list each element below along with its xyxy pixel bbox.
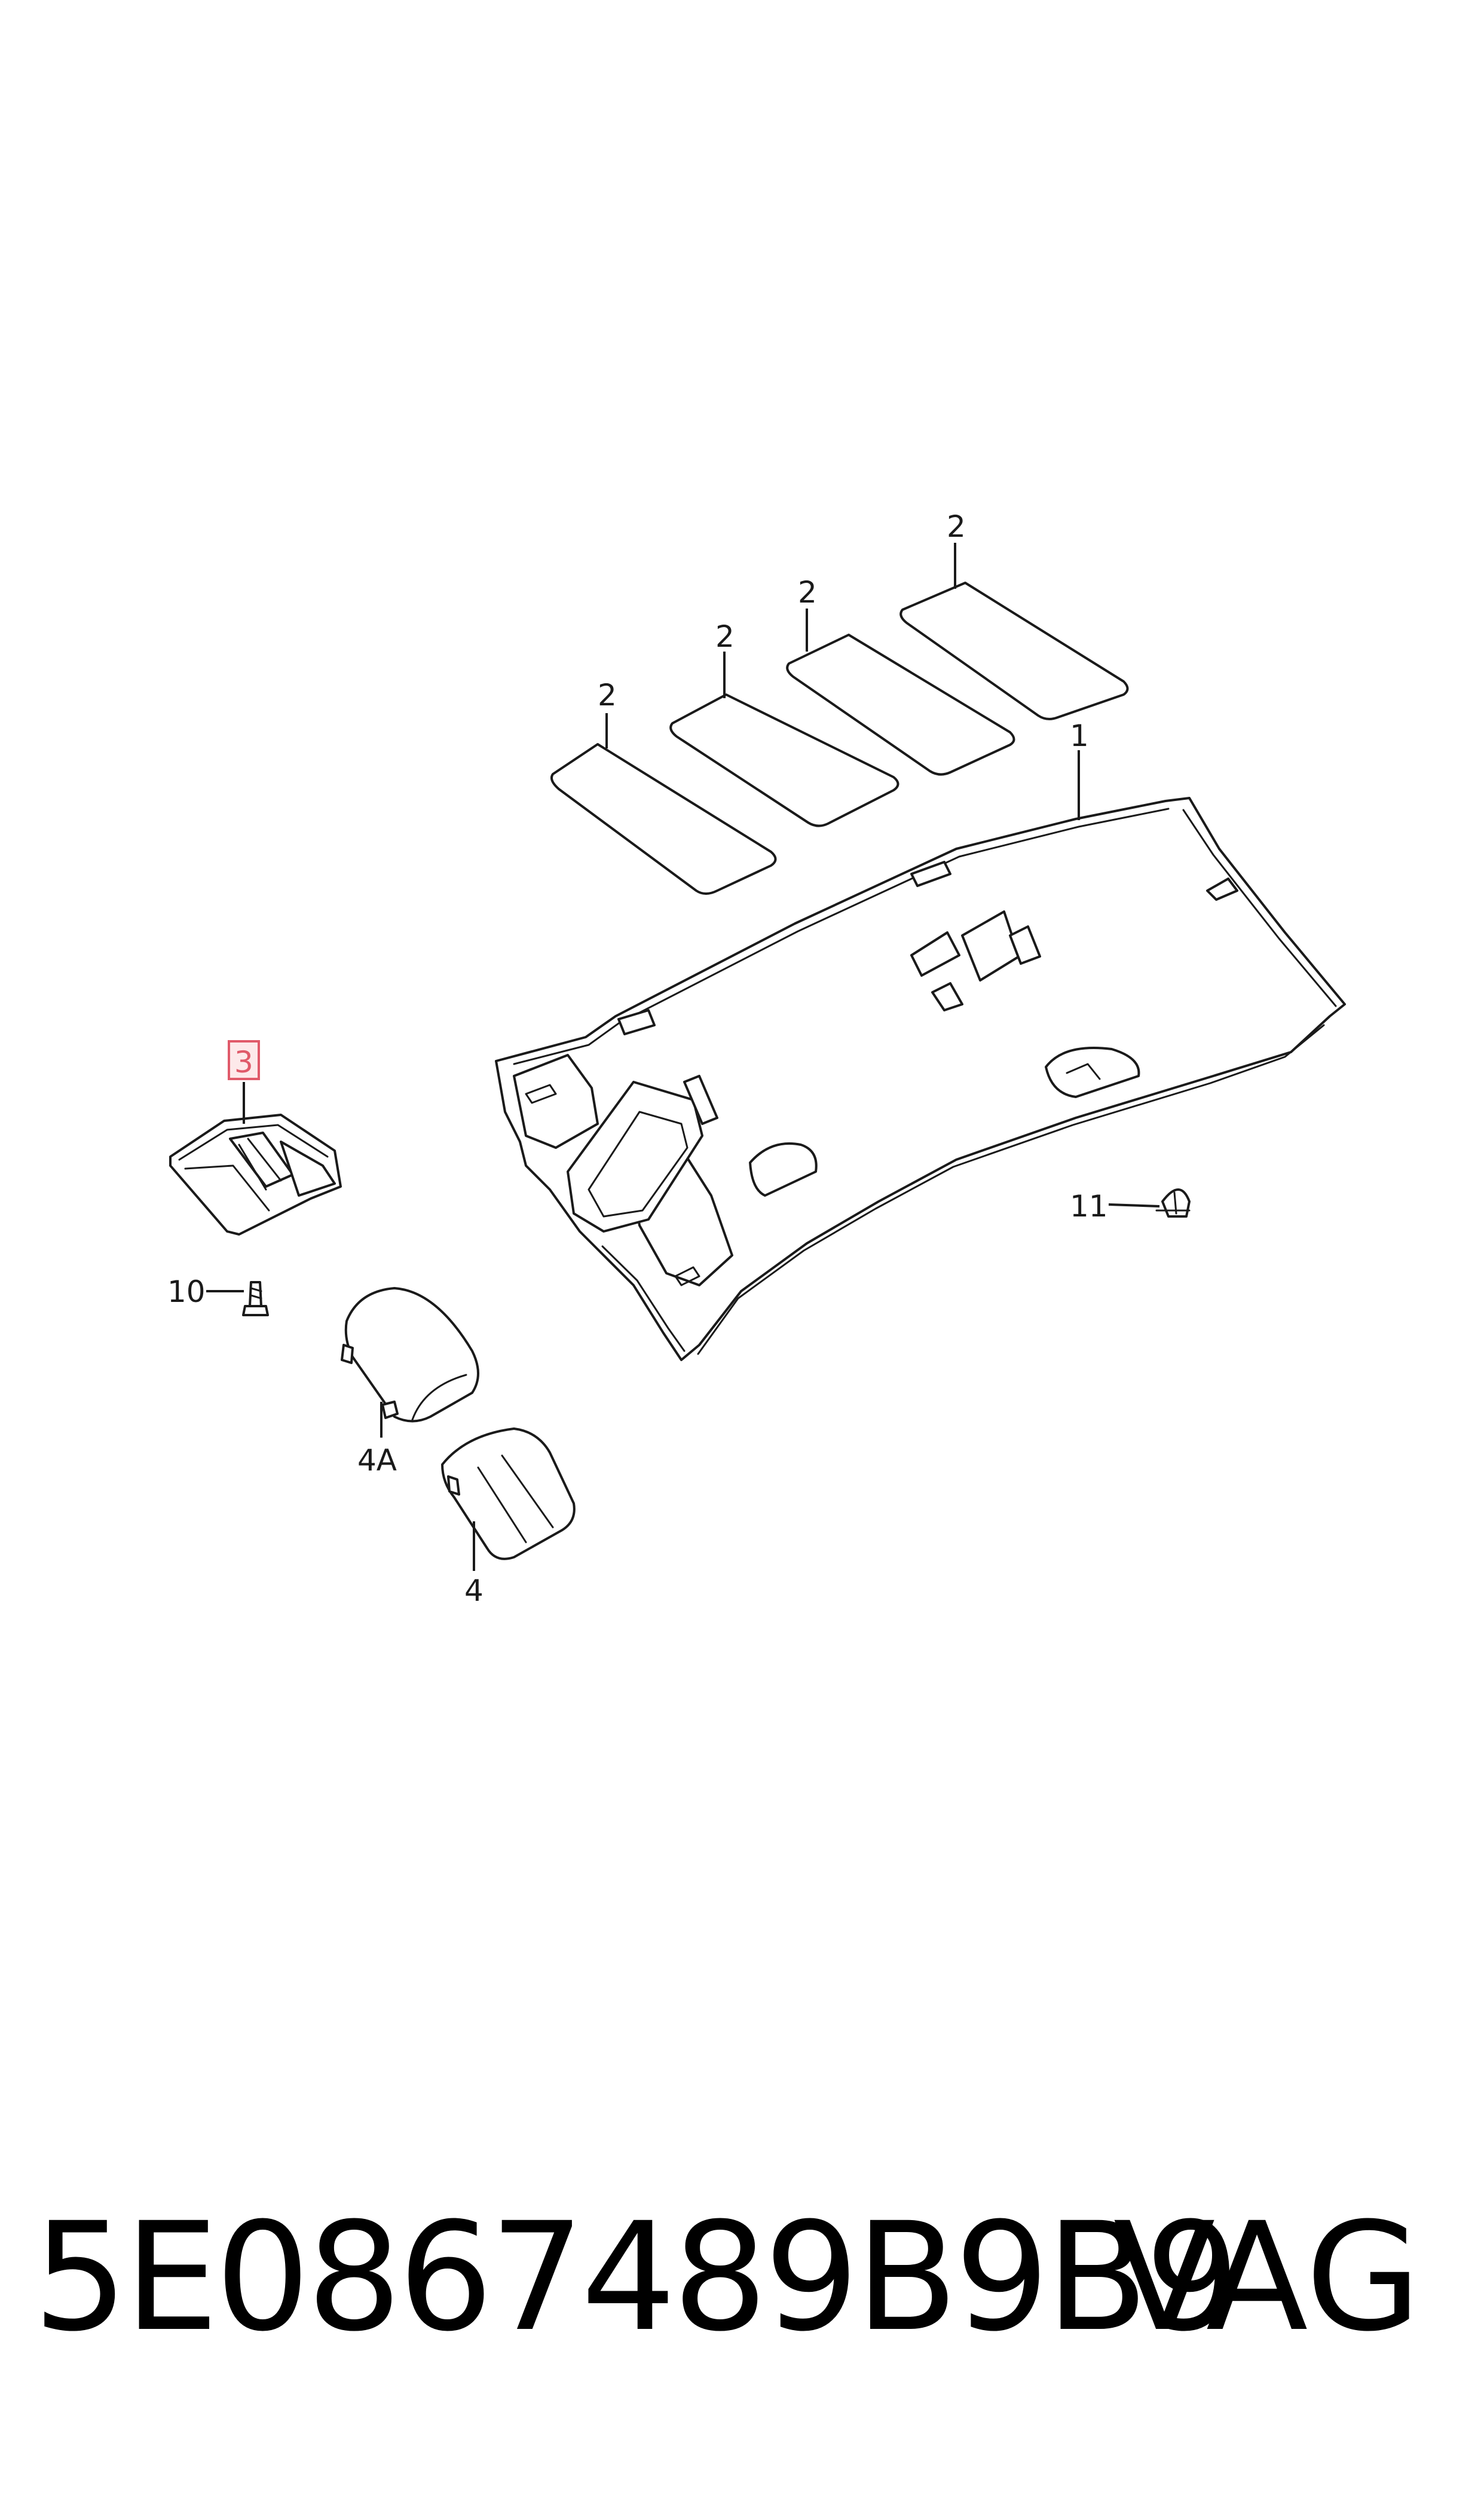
callout-console-highlight — [228, 1040, 260, 1080]
callout-sun-visor-4a: 4A — [357, 1443, 397, 1478]
leader-clip — [1108, 1203, 1160, 1207]
callout-screw: 10 — [167, 1274, 206, 1309]
clip — [1155, 1188, 1191, 1218]
callout-panel-3: 2 — [798, 575, 817, 610]
callout-panel-4: 2 — [947, 509, 966, 544]
part-number: 5E0867489B9B9 — [33, 2190, 1240, 2364]
brand-name: VAG — [1113, 2190, 1421, 2364]
sun-visor-4a — [341, 1287, 479, 1423]
damping-panel-3 — [786, 634, 1015, 776]
screw — [242, 1281, 269, 1316]
roof-console — [169, 1114, 342, 1236]
damping-panel-1 — [550, 743, 777, 895]
callout-sun-visor: 4 — [464, 1573, 484, 1608]
callout-clip: 11 — [1070, 1189, 1108, 1224]
callout-console: 3 — [234, 1045, 253, 1080]
damping-panel-4 — [899, 582, 1129, 720]
callout-headliner: 1 — [1070, 719, 1089, 753]
callout-panel-2: 2 — [715, 619, 735, 654]
headliner — [495, 797, 1346, 1361]
footer: 5E0867489B9B9 VAG — [0, 2188, 1484, 2367]
callout-panel-1: 2 — [598, 678, 617, 713]
damping-panel-2 — [669, 693, 899, 827]
sun-visor-4 — [441, 1427, 576, 1560]
